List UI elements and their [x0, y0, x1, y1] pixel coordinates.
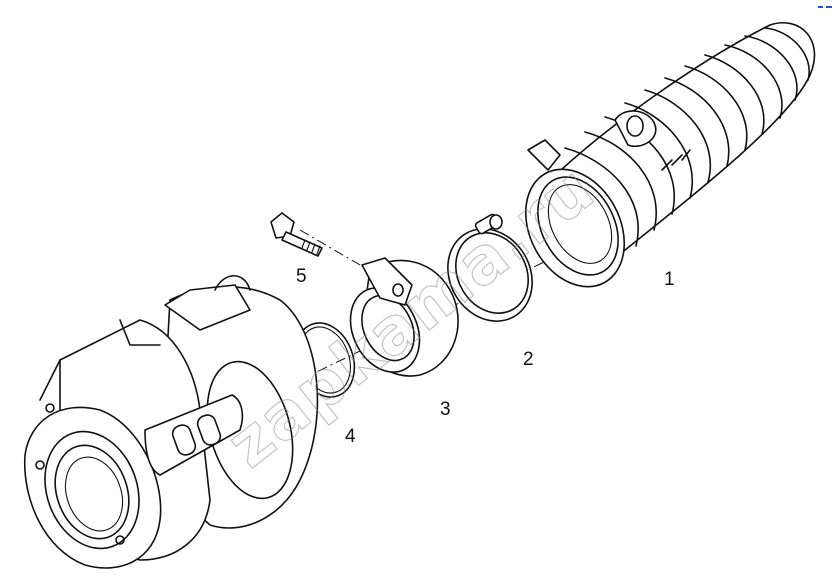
adapter-bracket-tab: [361, 257, 413, 306]
hose-side-port: [614, 110, 657, 147]
part-3-adapter: [349, 257, 459, 377]
blue-dash-mark-icon: [818, 6, 832, 8]
part-label-3: 3: [440, 399, 451, 420]
part-label-4: 4: [345, 426, 356, 447]
part-5-bolt: [270, 212, 323, 257]
clamp-screw: [474, 213, 503, 235]
hose-small-nipple: [527, 139, 561, 171]
turbo-flange-plate: [144, 394, 244, 476]
part-label-1: 1: [664, 269, 675, 290]
part-1-air-hose: [524, 22, 816, 288]
turbocharger-housing: [23, 274, 319, 569]
hose-slots: [661, 149, 691, 171]
part-label-2: 2: [523, 349, 534, 370]
part-label-5: 5: [296, 266, 307, 287]
part-2-hose-clamp: [447, 213, 533, 322]
